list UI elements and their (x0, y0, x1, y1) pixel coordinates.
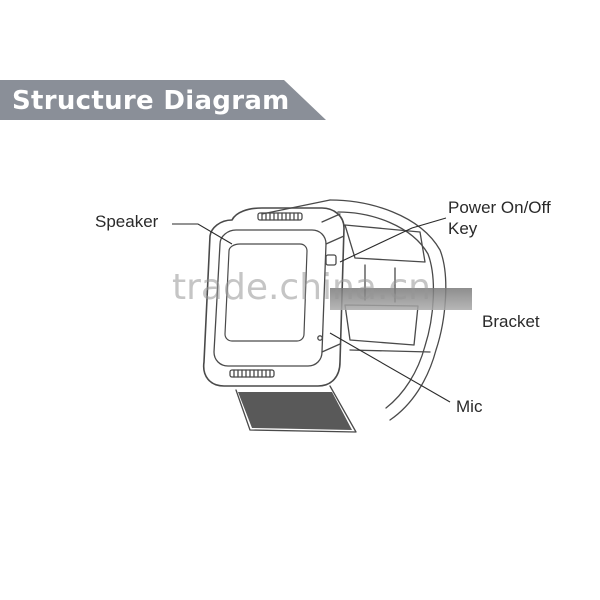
watermark-text: trade.china.cn (172, 267, 431, 308)
section-banner: Structure Diagram (0, 80, 330, 122)
label-speaker: Speaker (95, 212, 159, 231)
watermark-bar (330, 288, 472, 310)
label-power-key: Power On/Off Key (448, 197, 551, 239)
label-bracket: Bracket (482, 312, 540, 331)
label-power-line2: Key (448, 219, 478, 238)
label-mic: Mic (456, 397, 483, 416)
label-power-line1: Power On/Off (448, 198, 551, 217)
banner-shape (0, 80, 326, 120)
page-title: Structure Diagram (12, 86, 290, 116)
